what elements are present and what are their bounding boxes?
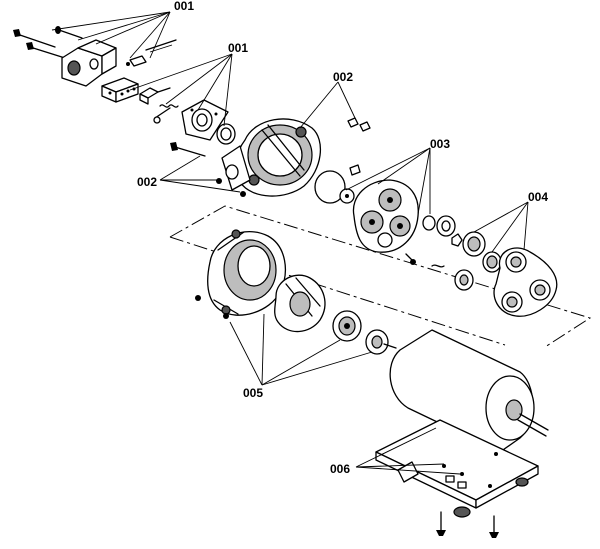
callout-001-second: 001 xyxy=(228,41,248,55)
callout-001-top: 001 xyxy=(174,0,194,13)
callout-002-lower: 002 xyxy=(137,175,157,189)
screw-icon xyxy=(436,511,446,536)
impeller xyxy=(274,274,326,333)
end-bracket xyxy=(61,39,117,87)
gear-icon xyxy=(365,329,389,355)
washer xyxy=(216,123,236,145)
screw-icon xyxy=(13,29,56,48)
triangle-cover-plate xyxy=(493,247,558,317)
connector-block xyxy=(101,77,139,103)
part-group-002 xyxy=(170,117,371,204)
gear-icon xyxy=(451,233,463,247)
assembly-boundary xyxy=(169,205,592,348)
motor xyxy=(383,329,549,453)
leader-lines xyxy=(51,11,529,475)
gear-icon xyxy=(482,251,502,273)
screw-icon xyxy=(240,191,246,197)
end-plate xyxy=(181,99,229,141)
screw-icon xyxy=(170,142,206,157)
gear-icon xyxy=(454,269,474,291)
pin-icon xyxy=(349,164,361,176)
gear-icon xyxy=(339,188,355,204)
callout-005: 005 xyxy=(243,386,263,400)
upper-housing xyxy=(221,118,322,197)
part-group-003 xyxy=(339,179,456,268)
washer xyxy=(422,215,456,237)
callout-002-upper: 002 xyxy=(333,70,353,84)
screw-icon xyxy=(216,178,222,184)
part-group-005 xyxy=(195,229,389,355)
part-group-004 xyxy=(451,231,558,317)
callout-004: 004 xyxy=(528,190,548,204)
spring-icon xyxy=(153,104,179,124)
clip-icon xyxy=(126,55,147,67)
gear-icon xyxy=(462,231,486,257)
callout-006: 006 xyxy=(330,462,350,476)
pin-icon xyxy=(347,117,371,132)
gear-plate xyxy=(352,179,419,253)
o-ring xyxy=(314,170,346,204)
pin-icon xyxy=(405,253,416,265)
part-group-001 xyxy=(13,26,236,145)
screw-icon xyxy=(26,42,66,59)
clip-icon xyxy=(431,264,445,268)
brush-holder xyxy=(139,87,171,105)
bearing xyxy=(332,310,362,342)
lower-housing xyxy=(195,229,286,319)
screw-icon xyxy=(489,515,499,538)
callout-003: 003 xyxy=(430,137,450,151)
screw-icon xyxy=(55,26,83,39)
